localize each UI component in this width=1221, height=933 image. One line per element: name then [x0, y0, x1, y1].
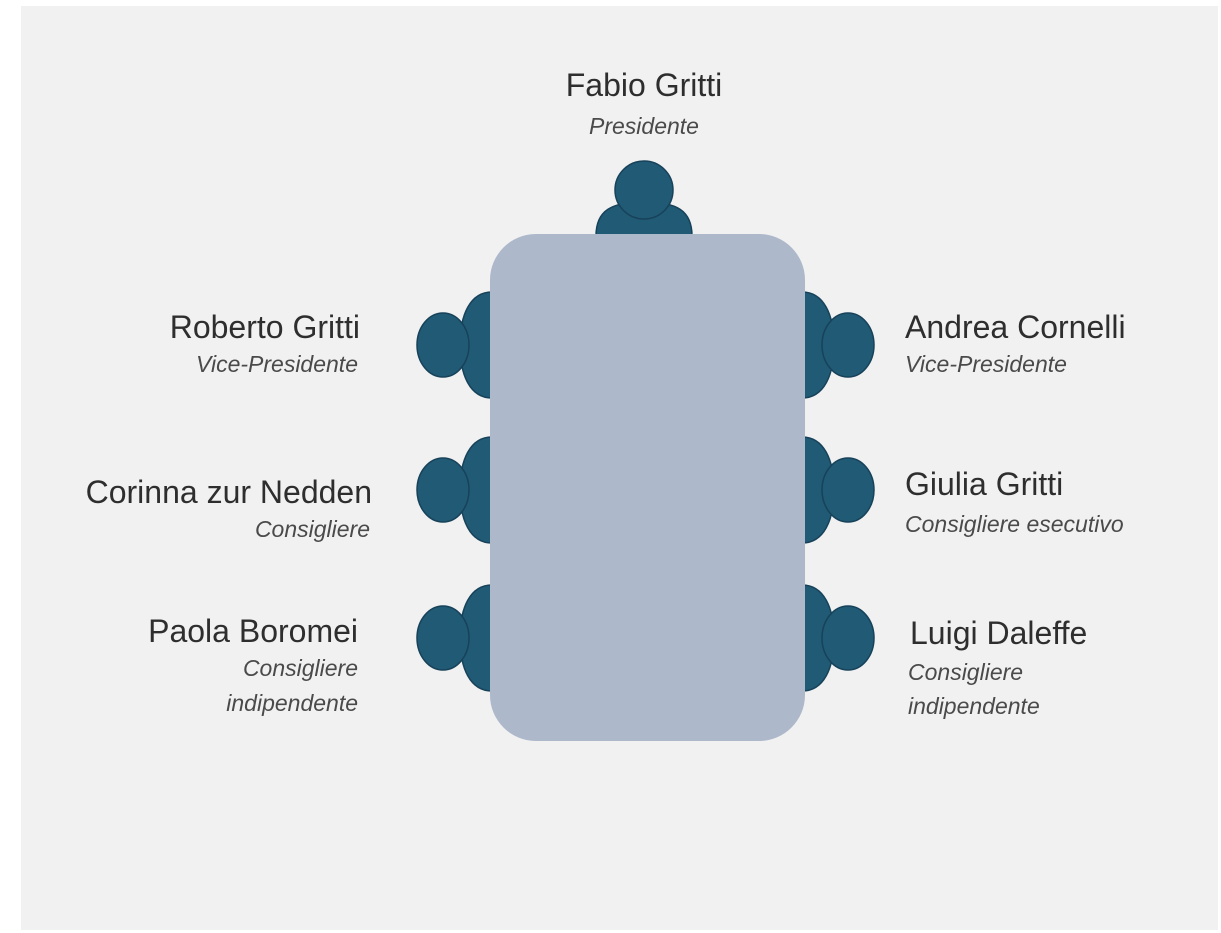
member-role-right-1: Vice-Presidente [905, 351, 1067, 377]
person-icon-right-1 [801, 291, 875, 399]
member-name-right-3: Luigi Daleffe [910, 615, 1088, 651]
member-role-left-1: Vice-Presidente [196, 351, 358, 377]
table-shape [490, 234, 805, 741]
member-name-top: Fabio Gritti [565, 67, 723, 103]
member-role-left-2: Consigliere [254, 516, 370, 542]
member-role-right-2: Consigliere esecutivo [905, 511, 1124, 537]
member-role-left-3-line1: Consigliere [242, 655, 358, 681]
person-icon-right-3 [801, 584, 875, 692]
person-icon-left-2 [416, 436, 493, 544]
member-role-right-3-line1: Consigliere [908, 659, 1024, 685]
person-icon-left-1 [416, 291, 493, 399]
member-role-left-3-line2: indipendente [226, 690, 358, 716]
member-name-left-1: Roberto Gritti [169, 309, 360, 345]
member-name-left-3: Paola Boromei [148, 613, 358, 649]
person-icon-top [595, 160, 693, 237]
member-name-right-2: Giulia Gritti [905, 466, 1064, 502]
member-role-top: Presidente [589, 113, 699, 139]
person-icon-right-2 [801, 436, 875, 544]
member-role-right-3-line2: indipendente [908, 693, 1040, 719]
member-name-right-1: Andrea Cornelli [905, 309, 1126, 345]
person-icon-left-3 [416, 584, 493, 692]
member-name-left-2: Corinna zur Nedden [85, 474, 372, 510]
